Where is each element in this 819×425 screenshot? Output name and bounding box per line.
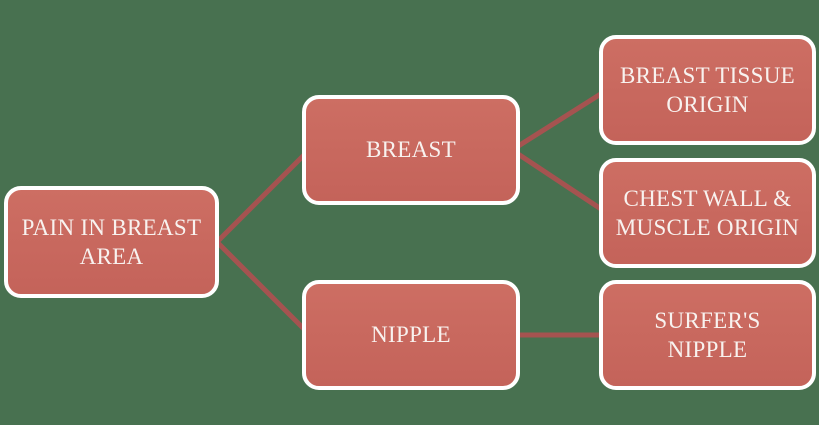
- node-label-line: BREAST: [366, 137, 456, 163]
- node-label-line: SURFER'S: [654, 307, 761, 333]
- node-label-line: BREAST TISSUE: [620, 62, 795, 88]
- connector-breast-to-chest-wall: [510, 147, 609, 216]
- node-surfers-nipple: SURFER'S NIPPLE: [599, 280, 816, 390]
- connector-breast-to-breast-tissue: [510, 87, 609, 153]
- node-label-line: CHEST WALL &: [623, 185, 792, 211]
- node-pain-in-breast-area: PAIN IN BREAST AREA: [4, 186, 219, 298]
- node-label-line: NIPPLE: [667, 337, 748, 362]
- connector-root-to-breast: [215, 147, 312, 244]
- node-label-line: PAIN IN BREAST: [21, 214, 202, 240]
- node-nipple: NIPPLE: [302, 280, 520, 390]
- connector-root-to-nipple: [215, 240, 312, 337]
- node-label-line: NIPPLE: [371, 322, 451, 348]
- node-breast-tissue-origin: BREAST TISSUE ORIGIN: [599, 35, 816, 145]
- node-chest-wall-muscle-origin: CHEST WALL & MUSCLE ORIGIN: [599, 158, 816, 268]
- node-label-line: MUSCLE ORIGIN: [615, 215, 800, 240]
- node-breast: BREAST: [302, 95, 520, 205]
- node-label-line: ORIGIN: [666, 92, 749, 117]
- node-label-line: AREA: [79, 244, 144, 269]
